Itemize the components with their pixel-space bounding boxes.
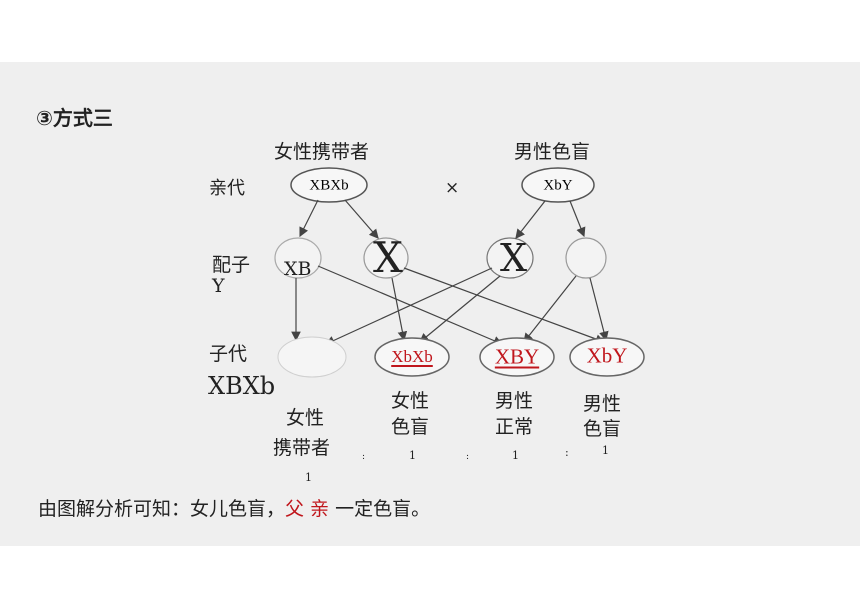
arrow-g4-o4 bbox=[589, 277, 609, 342]
gamete-3-circle bbox=[486, 237, 534, 279]
section-heading: ③方式三 bbox=[36, 106, 113, 130]
offspring-3-ellipse bbox=[479, 337, 555, 377]
arrow-g2-o4 bbox=[403, 267, 606, 344]
offspring-3-label-line1: 男性 bbox=[495, 390, 534, 412]
offspring-4-label-line2: 色盲 bbox=[583, 418, 622, 440]
gamete-y-label: Y bbox=[212, 275, 225, 297]
male-parent-ellipse bbox=[521, 167, 595, 203]
ratio-value-1: 1 bbox=[305, 471, 312, 484]
gamete-2-label: X bbox=[373, 233, 403, 282]
arrow-g2-o2 bbox=[391, 277, 408, 342]
ratio-value-3: 1 bbox=[512, 449, 519, 462]
ratio-separator-1: : bbox=[362, 452, 366, 462]
gamete-2-circle bbox=[363, 237, 409, 279]
ratio-separator-3: : bbox=[565, 446, 569, 459]
arrow-g3-o2 bbox=[419, 275, 501, 343]
female-parent-ellipse bbox=[290, 167, 368, 203]
gamete-4-circle bbox=[565, 237, 607, 279]
ratio-value-2: 1 bbox=[409, 449, 416, 462]
female-parent-genotype: XBXb bbox=[309, 177, 349, 194]
offspring-3-label-line2: 正常 bbox=[495, 416, 534, 438]
offspring-1-genotype: XBXb bbox=[208, 372, 276, 400]
offspring-generation-label: 子代 bbox=[209, 343, 248, 365]
offspring-4-ellipse bbox=[569, 337, 645, 377]
gamete-label: 配子 bbox=[212, 254, 251, 276]
arrow-female-g1 bbox=[299, 199, 319, 238]
arrow-male-g3 bbox=[515, 200, 546, 239]
cross-symbol: × bbox=[445, 178, 460, 198]
slide-panel bbox=[0, 62, 860, 546]
offspring-3-genotype: XBY bbox=[494, 344, 540, 369]
offspring-2-genotype: XbXb bbox=[391, 347, 433, 366]
arrow-g3-o1 bbox=[324, 267, 493, 345]
arrow-male-g4 bbox=[569, 200, 586, 238]
conclusion-suffix: 一定色盲。 bbox=[329, 498, 431, 520]
conclusion-text: 由图解分析可知：女儿色盲，父 亲 一定色盲。 bbox=[38, 494, 430, 521]
ratio-separator-2: : bbox=[466, 452, 470, 462]
offspring-4-genotype: XbY bbox=[586, 343, 628, 368]
offspring-2-label-line1: 女性 bbox=[391, 390, 430, 412]
offspring-1-label-line2: 携带者 bbox=[273, 437, 331, 459]
gamete-1-label: XB bbox=[284, 258, 312, 280]
arrow-g4-o3 bbox=[523, 275, 577, 343]
male-parent-title: 男性色盲 bbox=[514, 141, 591, 163]
conclusion-prefix: 由图解分析可知：女儿色盲， bbox=[38, 498, 286, 520]
gamete-3-label: X bbox=[500, 236, 528, 280]
offspring-4-label-line1: 男性 bbox=[583, 393, 622, 415]
arrow-female-g2 bbox=[344, 199, 379, 239]
ratio-value-4: 1 bbox=[602, 444, 609, 457]
offspring-1-label-line1: 女性 bbox=[286, 407, 325, 429]
male-parent-genotype: XbY bbox=[543, 177, 573, 194]
parent-generation-label: 亲代 bbox=[209, 178, 245, 199]
offspring-2-ellipse bbox=[374, 337, 450, 377]
gamete-1-circle bbox=[274, 237, 322, 279]
offspring-2-label-line2: 色盲 bbox=[391, 416, 430, 438]
conclusion-highlight: 父 亲 bbox=[285, 498, 330, 520]
female-parent-title: 女性携带者 bbox=[274, 141, 370, 163]
offspring-1-ellipse bbox=[277, 336, 347, 378]
